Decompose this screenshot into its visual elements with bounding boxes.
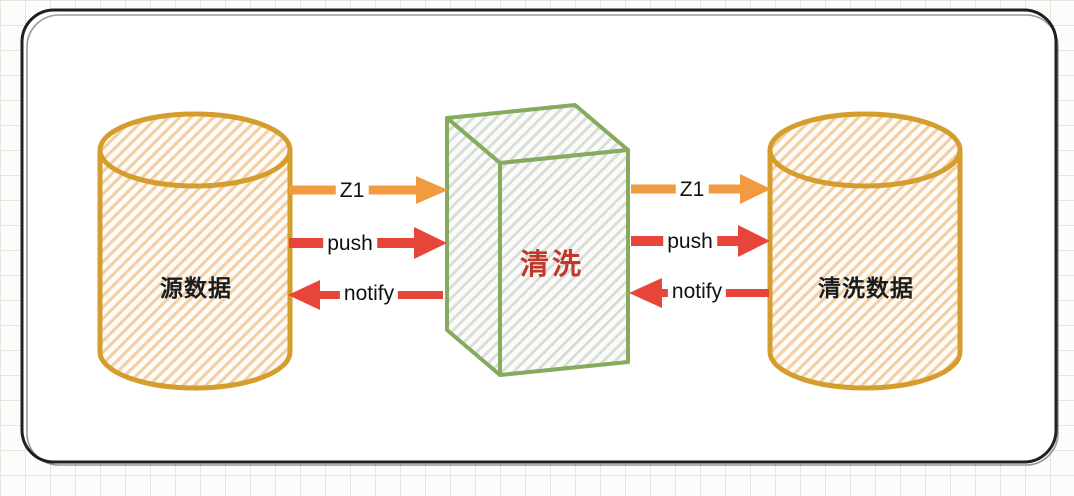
source-cylinder-top	[97, 111, 293, 189]
edge-label-left-push: push	[323, 230, 377, 258]
arrow-right-notify-head	[629, 278, 662, 308]
arrow-right-z1-head	[740, 174, 771, 204]
arrow-left-push-head	[414, 227, 447, 259]
edge-label-left-z1: Z1	[335, 177, 369, 205]
edge-label-right-notify: notify	[667, 278, 727, 306]
cleaner-box-left-face	[445, 116, 502, 377]
arrow-left-notify-head	[288, 280, 320, 310]
frame-border-sketch	[26, 14, 1059, 466]
source-cylinder	[97, 111, 293, 391]
target-cylinder-body	[767, 147, 963, 391]
target-cylinder	[767, 111, 963, 391]
arrow-right-push-head	[738, 225, 770, 257]
edge-label-left-notify: notify	[339, 280, 399, 308]
cleaner-box-front-face	[498, 148, 630, 377]
edge-label-right-z1: Z1	[675, 176, 709, 204]
target-label: 清洗数据	[818, 275, 914, 301]
source-label: 源数据	[160, 275, 232, 301]
arrow-left-z1-head	[416, 176, 448, 204]
edge-label-right-push: push	[663, 228, 717, 256]
source-cylinder-body	[97, 147, 293, 391]
target-cylinder-top	[767, 111, 963, 189]
cleaner-label: 清洗	[519, 249, 585, 281]
cleaner-box	[445, 103, 630, 377]
